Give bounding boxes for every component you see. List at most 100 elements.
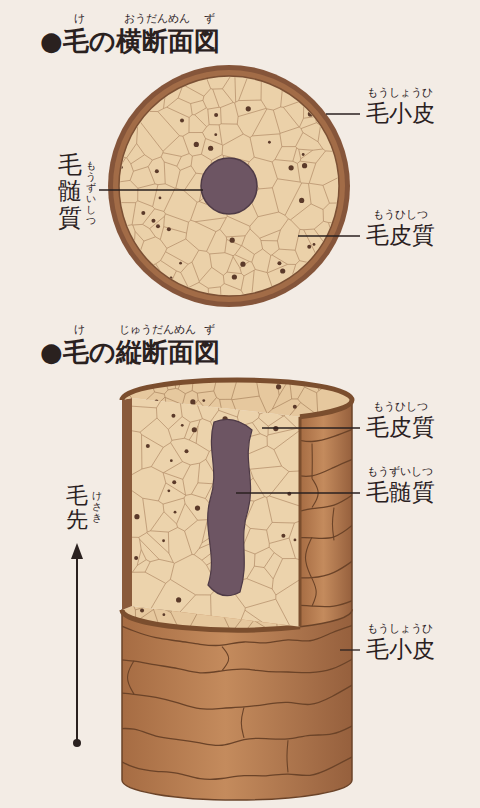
furigana: じゅうだんめん xyxy=(119,323,196,336)
furigana: け xyxy=(74,12,85,25)
pigment-dot xyxy=(291,286,294,289)
scale-edge xyxy=(222,647,229,671)
pigment-dot xyxy=(180,118,184,122)
arrow-shaft xyxy=(76,556,78,742)
furigana: もうずいしつ xyxy=(367,465,433,478)
pigment-dot xyxy=(121,409,124,412)
scale-edge xyxy=(112,756,354,779)
cuticle-edge xyxy=(299,417,302,627)
pigment-dot xyxy=(155,169,159,173)
cortex xyxy=(119,76,339,296)
pigment-dot xyxy=(151,219,155,223)
pigment-dot xyxy=(324,128,327,131)
pigment-dot xyxy=(214,113,218,117)
scale-edge xyxy=(332,508,334,541)
leader-line xyxy=(340,649,360,650)
scale-edge xyxy=(112,725,354,745)
pigment-dot xyxy=(170,276,173,279)
pigment-dot xyxy=(308,111,313,116)
pigment-dot xyxy=(281,534,285,538)
scale-edge xyxy=(287,740,288,772)
pigment-dot xyxy=(184,449,188,453)
pigment-dot xyxy=(176,597,181,602)
leader-line xyxy=(298,235,360,236)
pigment-dot xyxy=(141,76,144,79)
cross-section xyxy=(108,65,350,307)
part-name: 毛髄質 xyxy=(366,479,435,507)
pigment-dot xyxy=(159,197,162,200)
direction-label: 毛先 xyxy=(66,484,88,532)
pigment-dot xyxy=(154,399,158,403)
scale-edge xyxy=(305,537,312,578)
pigment-dot xyxy=(146,444,150,448)
pigment-dot xyxy=(294,539,297,542)
furigana: もうひしつ xyxy=(373,400,428,413)
direction-arrow xyxy=(71,543,83,747)
cuticle-edge xyxy=(122,398,132,610)
pigment-dot xyxy=(131,291,135,295)
scale-edge xyxy=(312,579,316,606)
cortex-cells xyxy=(130,395,302,630)
furigana: けさき xyxy=(92,490,102,523)
pigment-dot xyxy=(171,414,175,418)
pigment-dot xyxy=(162,613,165,616)
pigment-dot xyxy=(192,427,197,432)
scale-edge xyxy=(128,661,134,694)
pigment-dot xyxy=(240,262,245,267)
furigana: ず xyxy=(204,323,215,336)
furigana: もうしょうひ xyxy=(367,86,433,99)
pigment-dot xyxy=(232,274,237,279)
pigment-dot xyxy=(280,268,285,273)
pigment-dot xyxy=(313,243,316,246)
longitudinal-section xyxy=(112,378,356,800)
scale-edge xyxy=(112,684,354,709)
pigment-dot xyxy=(277,261,281,265)
leader-line xyxy=(99,189,203,190)
medulla xyxy=(201,158,257,214)
pigment-dot xyxy=(190,399,195,404)
pigment-dot xyxy=(201,295,204,298)
furigana: もうしょうひ xyxy=(367,622,433,635)
pigment-dot xyxy=(307,245,311,249)
pigment-dot xyxy=(214,133,217,136)
furigana: もうずいしつ xyxy=(86,160,96,226)
pigment-dot xyxy=(175,411,178,414)
pigment-dot xyxy=(162,539,165,542)
part-name: 毛髄質 xyxy=(58,152,82,231)
part-name: 毛皮質 xyxy=(366,414,435,442)
part-name: 毛小皮 xyxy=(366,636,435,664)
pigment-dot xyxy=(141,211,145,215)
pigment-dot xyxy=(293,405,297,409)
cuticle-surface xyxy=(300,400,352,627)
pigment-dot xyxy=(230,238,235,243)
section-heading: ●毛の縦断面図 xyxy=(40,337,220,368)
cell-walls xyxy=(130,396,302,630)
pigment-dot xyxy=(121,75,126,80)
furigana: もうひしつ xyxy=(373,208,428,221)
cortex-cells xyxy=(118,74,340,298)
arrow-head xyxy=(71,543,83,559)
pigment-dot xyxy=(140,609,144,613)
pigment-dot xyxy=(167,227,171,231)
pigment-dot xyxy=(167,489,170,492)
pigment-dot xyxy=(170,459,173,462)
leader-line xyxy=(236,492,360,493)
cuticle-ring xyxy=(108,65,350,307)
pigment-dot xyxy=(172,480,176,484)
leader-lines xyxy=(99,114,360,650)
cell-walls xyxy=(118,75,340,297)
pigment-dot xyxy=(174,511,177,514)
cuticle-ring xyxy=(113,70,345,302)
pigment-dot xyxy=(299,198,304,203)
pigment-dot xyxy=(302,153,305,156)
cuticle-scales xyxy=(112,622,354,779)
pigment-dot xyxy=(246,106,251,111)
pigment-dot xyxy=(302,163,307,168)
pigment-dot xyxy=(134,514,139,519)
pigment-dot xyxy=(195,505,200,510)
pigment-dot xyxy=(156,224,160,228)
pigment-dot xyxy=(334,126,338,130)
pigment-dot xyxy=(289,165,294,170)
leader-line xyxy=(326,113,360,114)
